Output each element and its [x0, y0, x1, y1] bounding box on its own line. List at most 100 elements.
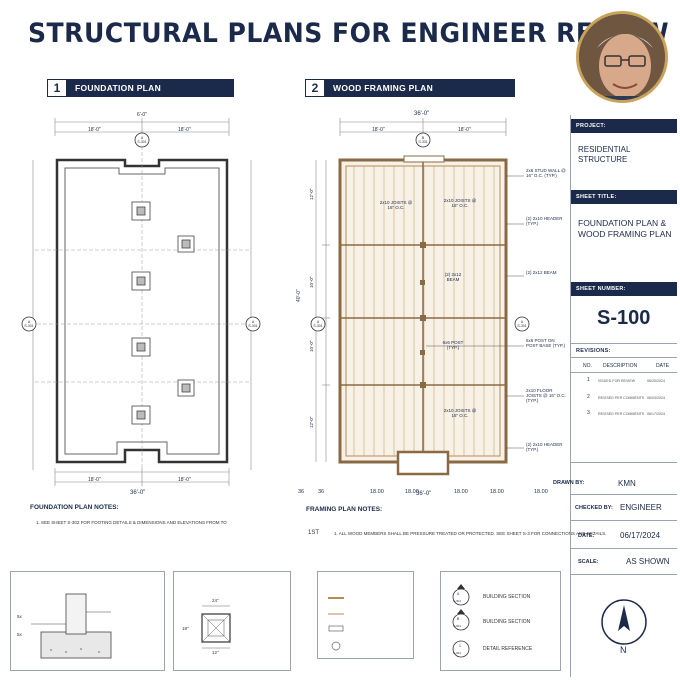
framing-callout: 6x6 POST ON POST BASE (TYP.) [526, 338, 566, 348]
framing-notes-text: 1. ALL WOOD MEMBERS SHALL BE PRESSURE TR… [334, 531, 607, 536]
svg-text:S-301: S-301 [313, 324, 322, 328]
svg-text:A: A [317, 320, 320, 324]
rev-no: 3 [587, 410, 590, 416]
framing-overall-dim-left: 40'-0" [296, 289, 302, 302]
framing-label: 2x10 JOISTS @ 16" O.C. [443, 408, 477, 418]
framing-notes-heading: FRAMING PLAN NOTES: [306, 506, 383, 513]
framing-bottom-label: 18.00 [370, 489, 384, 495]
legend-ref: S-301 [453, 651, 462, 655]
rev-header-desc: DESCRIPTION [603, 363, 638, 369]
date-label: DATE: [578, 533, 595, 539]
pier-dim: 12" [212, 650, 219, 655]
section-number: 2 [305, 79, 325, 97]
legend-ref: S-301 [453, 599, 462, 603]
framing-callout: (2) 2x12 BEAM [526, 270, 557, 275]
framing-label: 6x6 POST (TYP.) [442, 340, 464, 350]
framing-bottom-label: 36 [318, 489, 325, 495]
svg-text:S-301: S-301 [24, 324, 33, 328]
framing-dim-top-right: 18'-0" [458, 127, 471, 133]
scale-value: AS SHOWN [626, 557, 670, 566]
legend-tag: 1 [459, 644, 461, 648]
section-header-foundation: 1 FOUNDATION PLAN [47, 79, 234, 97]
material-legend-box [317, 571, 414, 659]
scale-label: SCALE: [578, 559, 599, 565]
framing-side-dim: 12'-0" [309, 416, 314, 428]
title-block [570, 115, 678, 677]
section-number: 1 [47, 79, 67, 97]
project-label: PROJECT: [571, 119, 677, 133]
drawn-by-label: DRAWN BY: [553, 480, 585, 486]
framing-label: 2x10 JOISTS @ 16" O.C. [443, 198, 477, 208]
legend-tag: B [457, 617, 460, 621]
framing-side-dim: 10'-0" [309, 276, 314, 288]
framing-overall-dim: 36'-0" [414, 111, 430, 117]
legend-label: DETAIL REFERENCE [483, 646, 533, 652]
legend-label: BUILDING SECTION [483, 619, 531, 625]
framing-callout: (2) 2x10 HEADER (TYP.) [526, 216, 563, 226]
revisions-label: REVISIONS: [571, 343, 677, 357]
svg-text:S-301: S-301 [248, 324, 257, 328]
svg-text:S-301: S-301 [137, 140, 146, 144]
checked-by-label: CHECKED BY: [575, 505, 613, 511]
north-arrow-icon [601, 599, 647, 645]
north-label: N [620, 645, 627, 655]
rev-no: 1 [587, 377, 590, 383]
rev-desc: REVISED PER COMMENTS [598, 396, 645, 400]
rev-header-no: NO. [583, 363, 592, 369]
framing-bottom-label: 18.00 [405, 489, 419, 495]
section-title: FOUNDATION PLAN [75, 83, 162, 93]
foundation-notes-text: 1. SEE SHEET S-302 FOR FOOTING DETAILS &… [36, 520, 227, 525]
project-value: RESIDENTIAL STRUCTURE [578, 145, 631, 164]
foundation-overall-dim-bottom: 36'-0" [130, 490, 146, 496]
framing-bottom-label: 18.00 [534, 489, 548, 495]
section-header-framing: 2 WOOD FRAMING PLAN [305, 79, 515, 97]
rev-date: 06/20/2024 [647, 379, 665, 383]
framing-label: (2) 2x12 BEAM [444, 272, 462, 282]
date-value: 06/17/2024 [620, 531, 661, 540]
svg-text:S-301: S-301 [418, 140, 427, 144]
svg-text:A: A [252, 320, 255, 324]
framing-callout: 2x10 FLOOR JOISTS @ 16" O.C. (TYP.) [526, 388, 566, 403]
svg-text:S-301: S-301 [517, 324, 526, 328]
legend-tag: A [457, 592, 460, 596]
foundation-plan-drawing: AS-301 AS-301 AS-301 [21, 118, 261, 486]
foundation-dim-bot-left: 18'-0" [88, 477, 101, 483]
foundation-dim-top-left: 18'-0" [88, 127, 101, 133]
svg-text:A: A [521, 320, 524, 324]
svg-text:B: B [422, 136, 425, 140]
framing-label: 2x10 JOISTS @ 16" O.C. [379, 200, 413, 210]
sheet-number-value: S-100 [597, 307, 651, 329]
rev-desc: REVISED PER COMMENTS [598, 412, 645, 416]
framing-side-dim: 12'-0" [309, 188, 314, 200]
framing-callout: 2x6 STUD WALL @ 16" O.C. (TYP.) [526, 168, 566, 178]
page-title: STRUCTURAL PLANS FOR ENGINEER REVIEW [28, 18, 670, 49]
framing-bottom-label: 36 [298, 489, 305, 495]
sheet-title-label: SHEET TITLE: [571, 190, 677, 204]
framing-plan-drawing: BS-301 AS-301 AS-301 [310, 118, 530, 476]
framing-dim-top-left: 18'-0" [372, 127, 385, 133]
legend-label: BUILDING SECTION [483, 594, 531, 600]
pier-dim: 18" [182, 626, 189, 631]
legend-ref: S-301 [453, 624, 462, 628]
foundation-dim-top-right: 18'-0" [178, 127, 191, 133]
footing-dim: 5x [17, 614, 22, 619]
rev-date: 06/03/2024 [647, 396, 665, 400]
framing-bottom-label: 18.00 [490, 489, 504, 495]
svg-text:A: A [141, 136, 144, 140]
rev-date: 06/17/2024 [647, 412, 665, 416]
sheet-number-label: SHEET NUMBER: [571, 282, 677, 296]
framing-callout: (2) 2x10 HEADER (TYP.) [526, 442, 563, 452]
framing-bottom-label: 18.00 [454, 489, 468, 495]
rev-no: 2 [587, 394, 590, 400]
pier-detail-box: 24" 18" 12" [173, 571, 291, 671]
rev-header-date: DATE [656, 363, 669, 369]
avatar [576, 11, 668, 103]
framing-notes-prefix: 1ST [308, 530, 320, 536]
rev-desc: ISSUED FOR REVIEW [598, 379, 636, 383]
pier-dim: 24" [212, 598, 219, 603]
checked-by-value: ENGINEER [620, 503, 662, 512]
framing-bottom-dim: 36'-0" [416, 491, 432, 497]
footing-detail-box: 5x 5x [10, 571, 165, 671]
sheet-title-value: FOUNDATION PLAN & WOOD FRAMING PLAN [578, 218, 672, 239]
svg-text:A: A [28, 320, 31, 324]
